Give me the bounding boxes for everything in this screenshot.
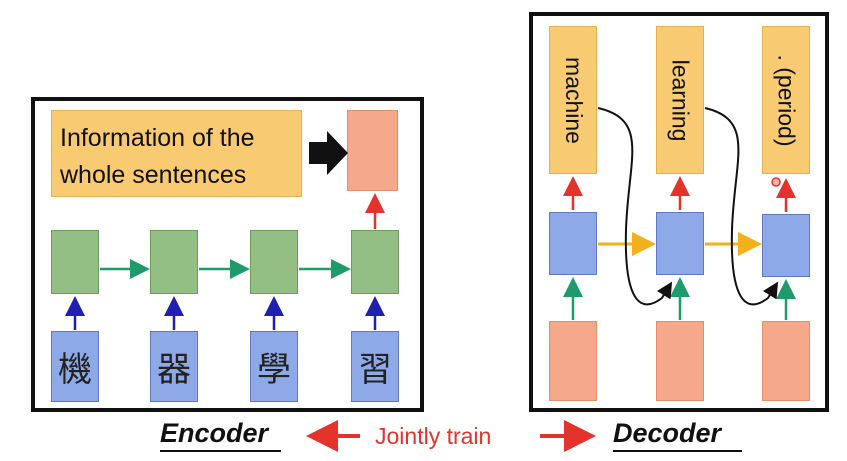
encoder-cell-3 (250, 230, 298, 294)
pointer-dot (771, 177, 781, 187)
context-vector (347, 110, 398, 191)
encoder-input-2: 器 (150, 331, 198, 402)
decoder-input-2 (656, 321, 704, 401)
information-line-1: Information of the (60, 124, 255, 152)
feedback-curve-2 (704, 107, 779, 306)
big-black-arrow (309, 131, 348, 175)
decoder-cell-3 (762, 214, 810, 277)
jointly-train-label: Jointly train (375, 423, 492, 449)
information-line-2: whole sentences (60, 161, 247, 189)
encoder-input-4: 習 (351, 331, 399, 402)
encoder-input-3: 學 (250, 331, 298, 402)
decoder-output-3: . (period) (762, 26, 810, 174)
encoder-label: Encoder (160, 418, 269, 448)
encoder-cell-1 (51, 230, 99, 294)
decoder-output-1: machine (549, 26, 597, 174)
decoder-cell-1 (549, 212, 597, 275)
decoder-output-2: learning (656, 26, 704, 174)
encoder-cell-2 (150, 230, 198, 294)
feedback-curve-1 (597, 107, 673, 306)
information-box: Information of the whole sentences (51, 110, 302, 197)
decoder-label: Decoder (613, 418, 722, 448)
decoder-cell-2 (656, 212, 704, 275)
decoder-input-3 (762, 321, 810, 401)
encoder-input-1: 機 (51, 331, 99, 402)
decoder-input-1 (549, 321, 597, 401)
encoder-cell-4 (351, 230, 399, 294)
